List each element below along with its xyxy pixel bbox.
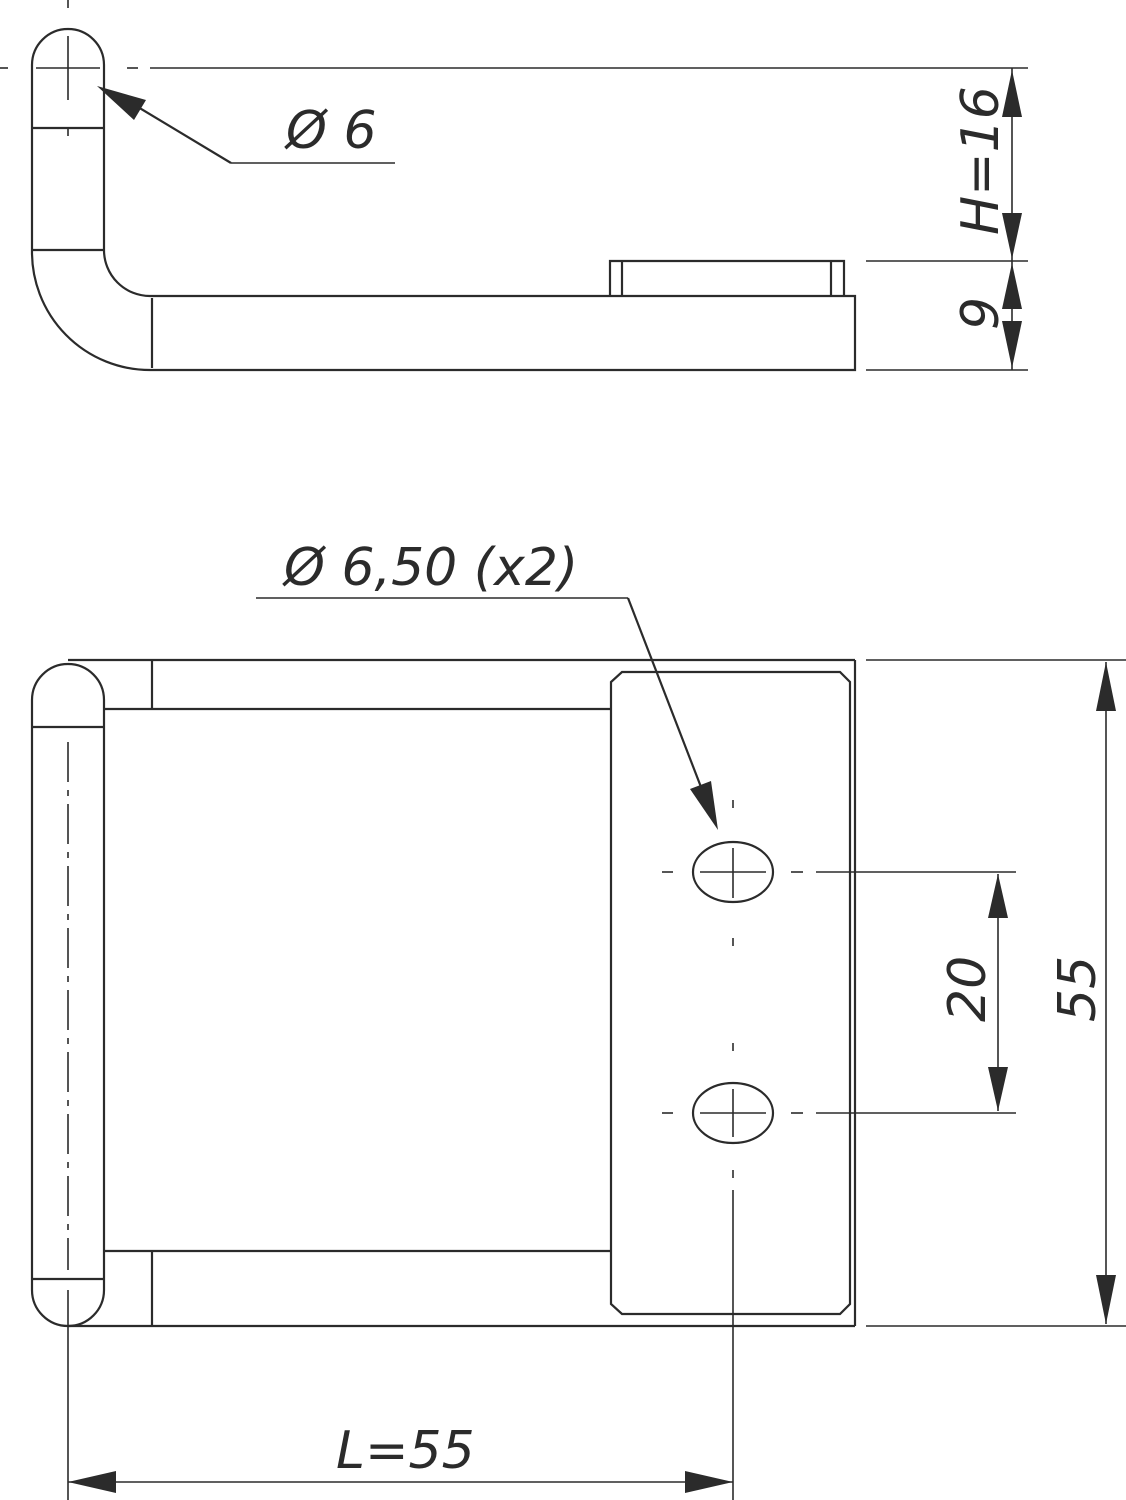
- pin-diameter-label: Ø 6: [284, 101, 377, 161]
- hole-diameter-label: Ø 6,50 (x2): [282, 538, 578, 598]
- width-label: 55: [1048, 956, 1108, 1022]
- length-label: L=55: [336, 1421, 475, 1481]
- hole-spacing-label: 20: [938, 956, 998, 1022]
- side-view: Ø 6 H=16 9: [0, 0, 1028, 372]
- top-view: Ø 6,50 (x2) 20 55 L=55: [30, 538, 1126, 1500]
- thickness-label: 9: [951, 297, 1011, 330]
- height-label: H=16: [951, 86, 1011, 235]
